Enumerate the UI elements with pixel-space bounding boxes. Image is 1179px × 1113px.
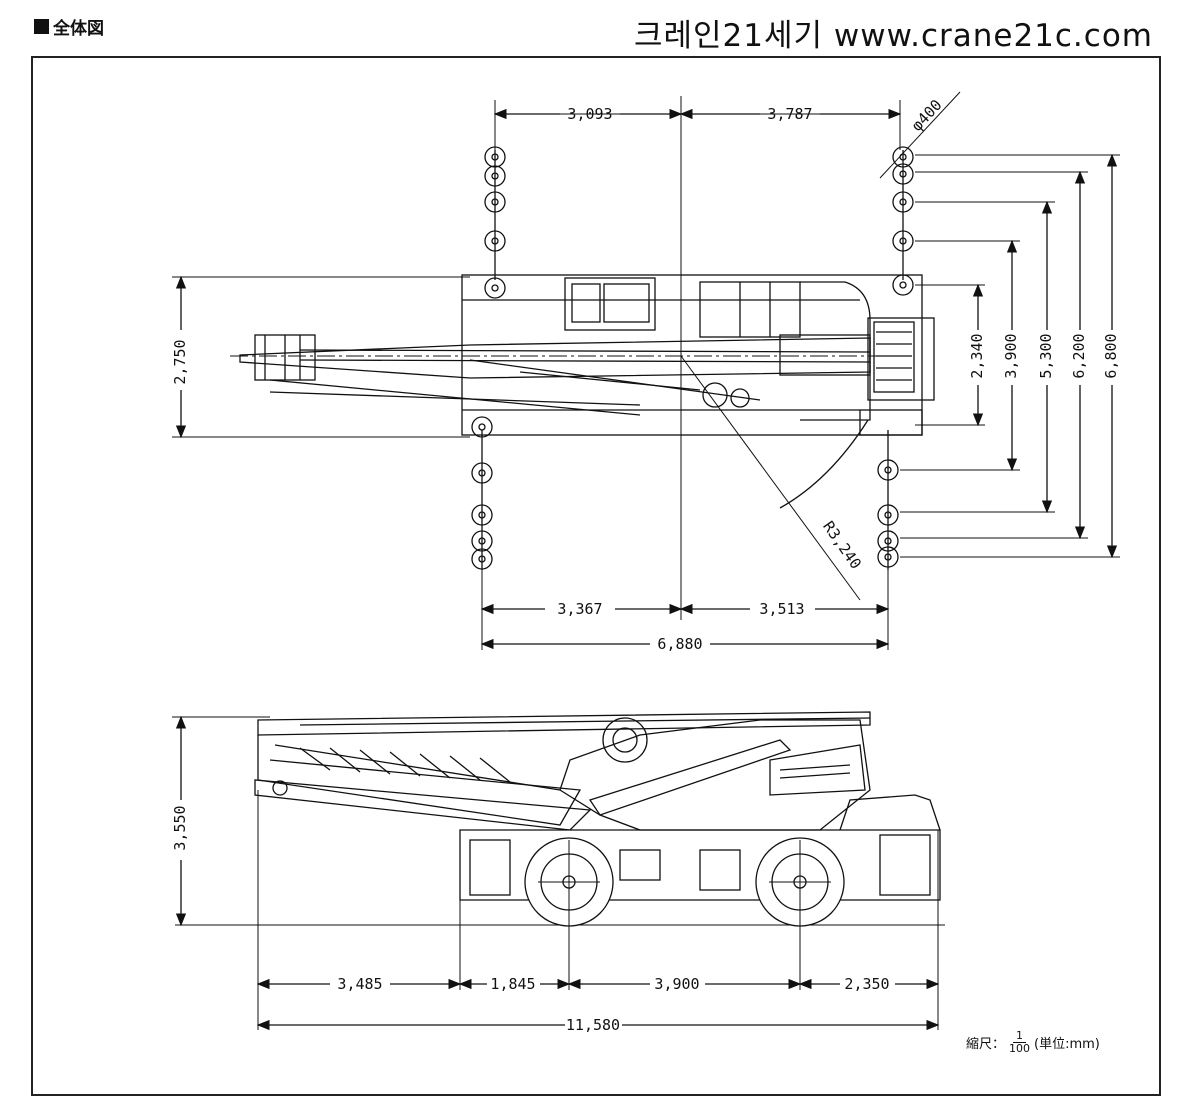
dim-side-2: 1,845 <box>490 975 535 993</box>
dim-left-height: 2,750 <box>171 339 189 384</box>
scale-unit: (単位:mm) <box>1034 1037 1100 1052</box>
dim-top-left: 3,093 <box>567 105 612 123</box>
square-bullet-icon <box>34 19 49 34</box>
scale-numerator: 1 <box>1013 1030 1027 1043</box>
dim-wheel-dia: φ400 <box>908 96 946 135</box>
scale-label: 縮尺： <box>966 1037 1006 1052</box>
dim-bottom-right: 3,513 <box>759 600 804 618</box>
section-header: 全体図 <box>34 14 104 39</box>
side-view <box>172 711 945 1031</box>
dim-right-1: 2,340 <box>968 333 986 378</box>
dim-side-3: 3,900 <box>654 975 699 993</box>
dim-bottom-left: 3,367 <box>557 600 602 618</box>
dim-total-width: 6,880 <box>657 635 702 653</box>
dim-top-right: 3,787 <box>767 105 812 123</box>
dim-radius: R3,240 <box>819 518 865 573</box>
brand-watermark: 크레인21세기 www.crane21c.com <box>633 18 1153 54</box>
dim-side-height: 3,550 <box>171 805 189 850</box>
dim-side-total: 11,580 <box>566 1016 620 1034</box>
plan-view <box>172 91 1120 650</box>
dim-right-4: 6,200 <box>1070 333 1088 378</box>
dim-side-4: 2,350 <box>844 975 889 993</box>
scale-note: 縮尺： 1 100 (単位:mm) <box>966 1030 1100 1055</box>
dim-right-2: 3,900 <box>1002 333 1020 378</box>
scale-denominator: 100 <box>1009 1042 1031 1055</box>
scale-fraction: 1 100 <box>1009 1030 1030 1055</box>
section-title: 全体図 <box>53 19 104 39</box>
drawing-frame <box>31 56 1161 1096</box>
dim-side-1: 3,485 <box>337 975 382 993</box>
dim-right-5: 6,800 <box>1102 333 1120 378</box>
dim-right-3: 5,300 <box>1037 333 1055 378</box>
